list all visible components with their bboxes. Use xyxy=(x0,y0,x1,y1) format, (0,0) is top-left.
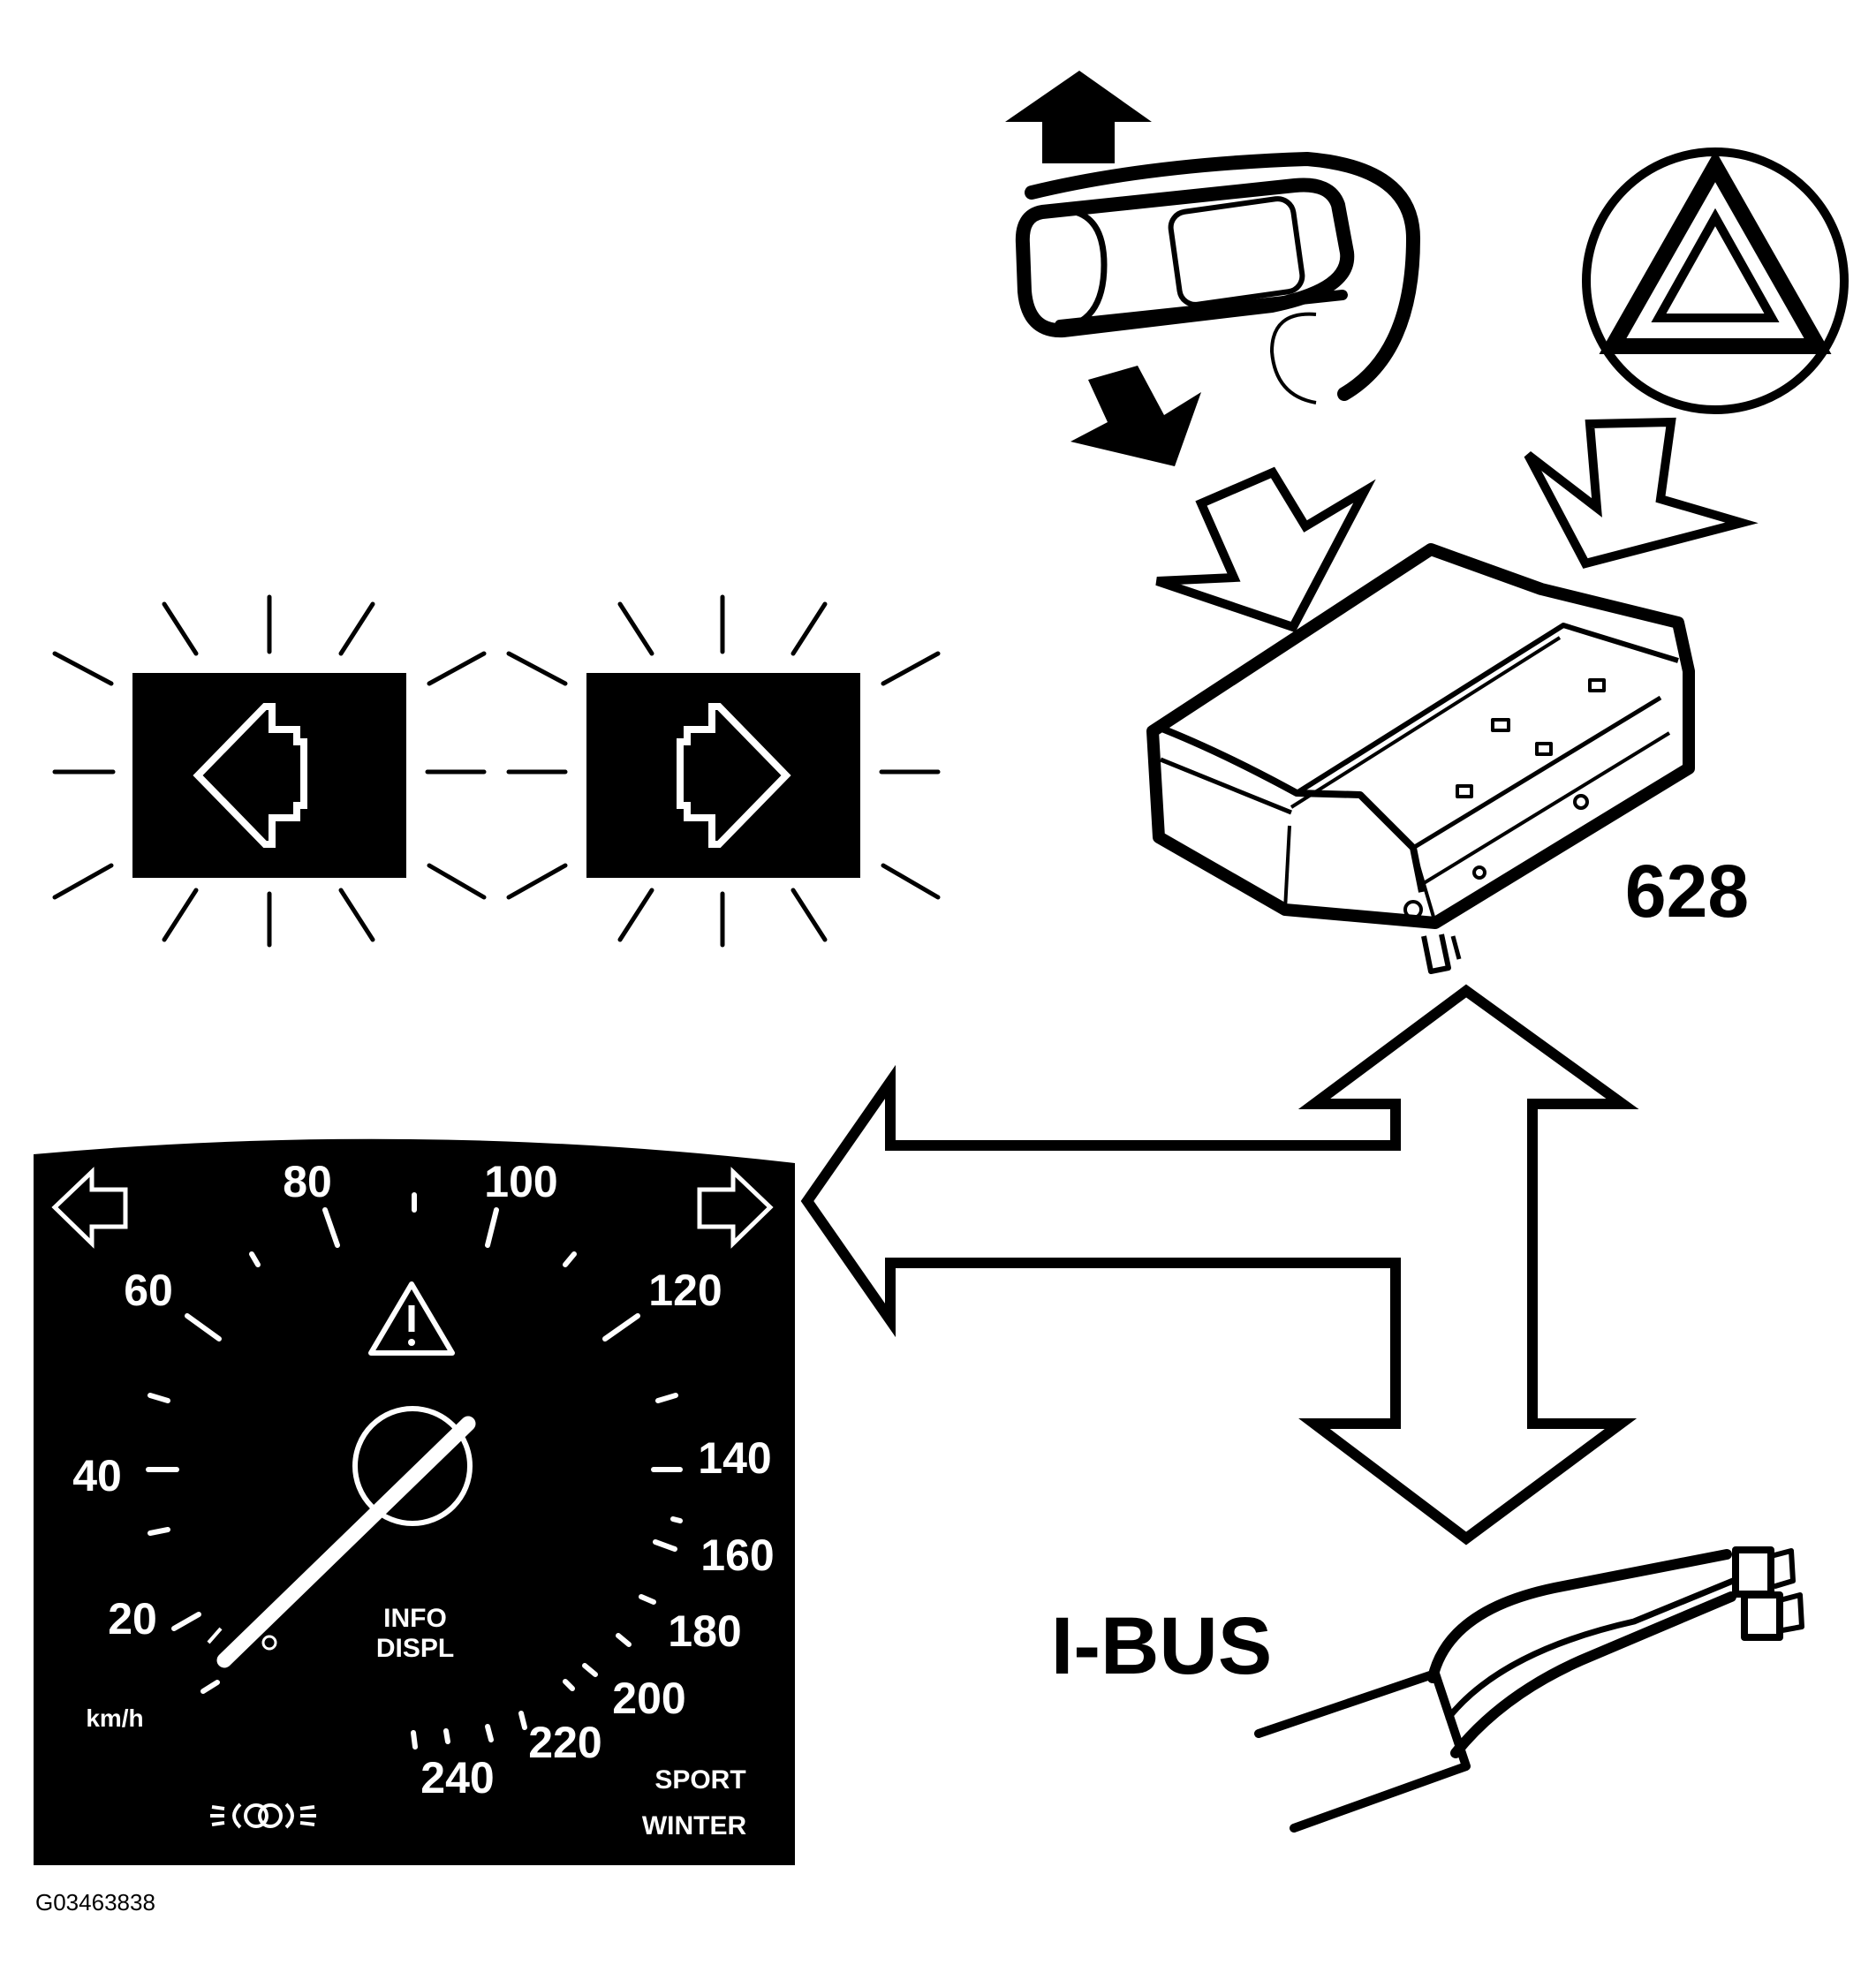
speed-tick xyxy=(485,1207,499,1248)
speed-tick xyxy=(249,1251,261,1267)
speed-label-80: 80 xyxy=(283,1157,332,1206)
module-number-label: 628 xyxy=(1625,850,1749,933)
mode-winter-label: WINTER xyxy=(642,1811,747,1840)
speed-label-180: 180 xyxy=(668,1606,741,1656)
cluster-left-arrow-icon xyxy=(51,1167,128,1249)
headlight-indicator-icon xyxy=(210,1803,316,1829)
hazard-input-arrow xyxy=(1524,417,1759,569)
speed-label-200: 200 xyxy=(612,1674,685,1723)
cluster-warning-icon xyxy=(368,1281,455,1356)
info-display-label-line2: DISPL xyxy=(376,1634,454,1663)
flash-ray xyxy=(162,601,199,656)
figure-id: G03463838 xyxy=(35,1889,155,1916)
speed-tick xyxy=(563,1679,575,1691)
speed-tick xyxy=(148,1393,170,1403)
speed-label-120: 120 xyxy=(648,1266,722,1315)
control-module xyxy=(1146,543,1695,974)
speed-label-240: 240 xyxy=(420,1753,494,1803)
flash-ray xyxy=(617,888,654,942)
speed-tick xyxy=(616,1633,632,1647)
flash-ray xyxy=(506,651,568,686)
speed-label-100: 100 xyxy=(484,1157,557,1206)
speed-tick xyxy=(639,1594,656,1605)
left-turn-arrow-icon xyxy=(193,703,307,848)
flash-ray xyxy=(427,651,487,686)
bus-connection-arrows xyxy=(800,984,1639,1546)
speed-tick xyxy=(411,1730,418,1750)
speed-tick xyxy=(653,1539,677,1552)
flash-ray xyxy=(506,863,568,900)
flash-ray xyxy=(338,601,375,656)
speed-tick xyxy=(563,1251,577,1267)
flash-ray xyxy=(52,863,114,900)
info-display-label-line1: INFO xyxy=(383,1604,447,1633)
speed-label-160: 160 xyxy=(700,1530,774,1580)
speed-tick xyxy=(185,1313,222,1341)
flash-ray xyxy=(881,863,941,900)
speed-label-60: 60 xyxy=(124,1266,173,1315)
needle-hub xyxy=(352,1406,473,1526)
speed-tick xyxy=(655,1393,678,1403)
speed-label-40: 40 xyxy=(72,1451,122,1500)
flash-ray xyxy=(162,888,199,942)
speed-scale-ticks xyxy=(146,1192,683,1750)
flash-rays xyxy=(52,594,941,948)
wiring-harness-icon xyxy=(1254,1546,1804,1833)
speed-tick xyxy=(518,1711,527,1730)
speed-unit-label: km/h xyxy=(86,1704,143,1732)
hazard-warning-icon xyxy=(1582,147,1849,414)
left-turn-indicator xyxy=(132,673,406,878)
stalk-input-arrow xyxy=(1155,466,1376,633)
speed-tick xyxy=(322,1207,340,1248)
speed-tick xyxy=(148,1527,170,1536)
cluster-right-arrow-icon xyxy=(697,1167,774,1249)
speed-tick xyxy=(171,1612,201,1631)
right-turn-indicator xyxy=(586,673,860,878)
speed-tick xyxy=(443,1728,450,1744)
mode-sport-label: SPORT xyxy=(654,1765,745,1795)
turn-signal-stalk-icon xyxy=(1005,71,1421,466)
right-turn-arrow-icon xyxy=(677,703,791,848)
flash-ray xyxy=(52,651,114,686)
speed-tick xyxy=(200,1680,220,1694)
speed-label-20: 20 xyxy=(108,1594,157,1644)
speedometer-needle xyxy=(216,1416,476,1668)
speed-label-220: 220 xyxy=(528,1718,601,1767)
speed-tick xyxy=(582,1663,598,1677)
speed-label-140: 140 xyxy=(698,1433,771,1483)
bus-label: I-BUS xyxy=(1051,1601,1272,1691)
speed-tick xyxy=(485,1724,494,1742)
flash-ray xyxy=(427,863,487,900)
speed-tick xyxy=(670,1516,683,1523)
flash-ray xyxy=(338,888,375,942)
flash-ray xyxy=(617,601,654,656)
flash-ray xyxy=(881,651,941,686)
flash-ray xyxy=(790,888,828,942)
flash-ray xyxy=(790,601,828,656)
speed-tick xyxy=(602,1313,640,1341)
